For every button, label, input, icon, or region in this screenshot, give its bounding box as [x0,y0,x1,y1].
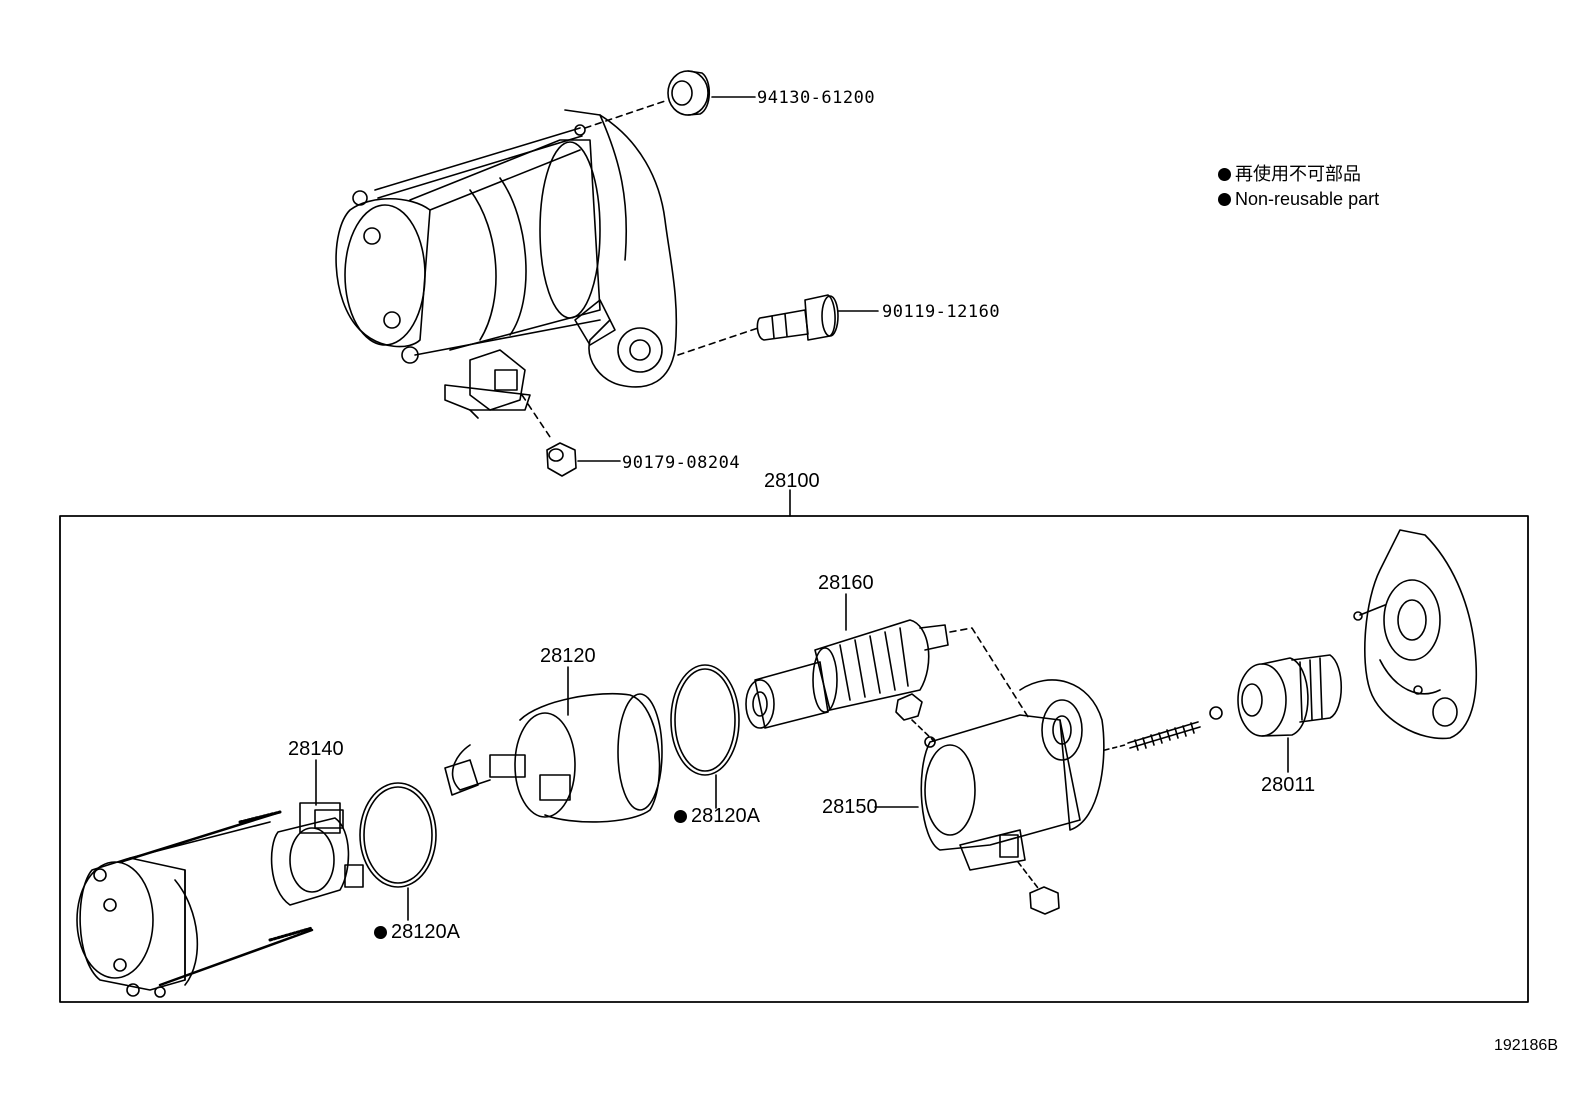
callout-bolt: 90119-12160 [882,302,1001,322]
end-cap-part [76,810,314,998]
oring-right-part [670,664,740,776]
box-nut-part [1029,886,1060,915]
brush-holder-part [270,802,364,906]
spring-leader [1104,744,1126,751]
callout-washer: 94130-61200 [757,88,876,108]
callout-oring-right-text: 28120A [691,805,760,827]
legend: 再使用不可部品 Non-reusable part [1218,162,1379,212]
starter-assembly-drawing [335,109,678,419]
callout-oring-right: 28120A [674,806,760,826]
legend-dot-icon [1218,168,1231,181]
legend-row-en: Non-reusable part [1218,187,1379,212]
callout-yoke: 28120 [540,645,596,667]
legend-row-ja: 再使用不可部品 [1218,162,1379,187]
armature-part [745,619,949,729]
assembly-box [59,515,1529,1003]
legend-ja-text: 再使用不可部品 [1235,164,1361,184]
legend-dot-icon [1218,193,1231,206]
figure-id: 192186B [1493,1037,1558,1054]
non-reusable-marker [674,810,687,823]
yoke-part [444,692,663,823]
callout-oring-left-text: 28120A [391,921,460,943]
callout-brush-holder: 28140 [288,738,344,760]
nut-leader [521,394,553,441]
clutch-part [1237,654,1342,737]
grommet-leader [911,719,936,743]
legend-en-text: Non-reusable part [1235,189,1380,209]
spring-part [1127,721,1201,751]
callout-armature: 28160 [818,572,874,594]
oring-left-part [359,782,437,888]
callout-oring-left: 28120A [374,922,460,942]
bolt-part [756,294,839,341]
ball-part [1209,706,1223,720]
non-reusable-marker [374,926,387,939]
callout-nut: 90179-08204 [622,453,741,473]
callout-clutch: 28011 [1261,774,1316,796]
bolt-leader [677,327,759,356]
drive-housing-part [1353,529,1478,740]
washer-leader [584,99,669,129]
callout-housing: 28150 [822,796,878,818]
armature-leader [949,627,1031,721]
box-nut-leader [1017,861,1039,889]
callout-assembly: 28100 [764,470,820,492]
housing-part [920,679,1105,871]
washer-part [667,70,711,116]
nut-part [546,442,577,477]
grommet-part [895,693,923,721]
